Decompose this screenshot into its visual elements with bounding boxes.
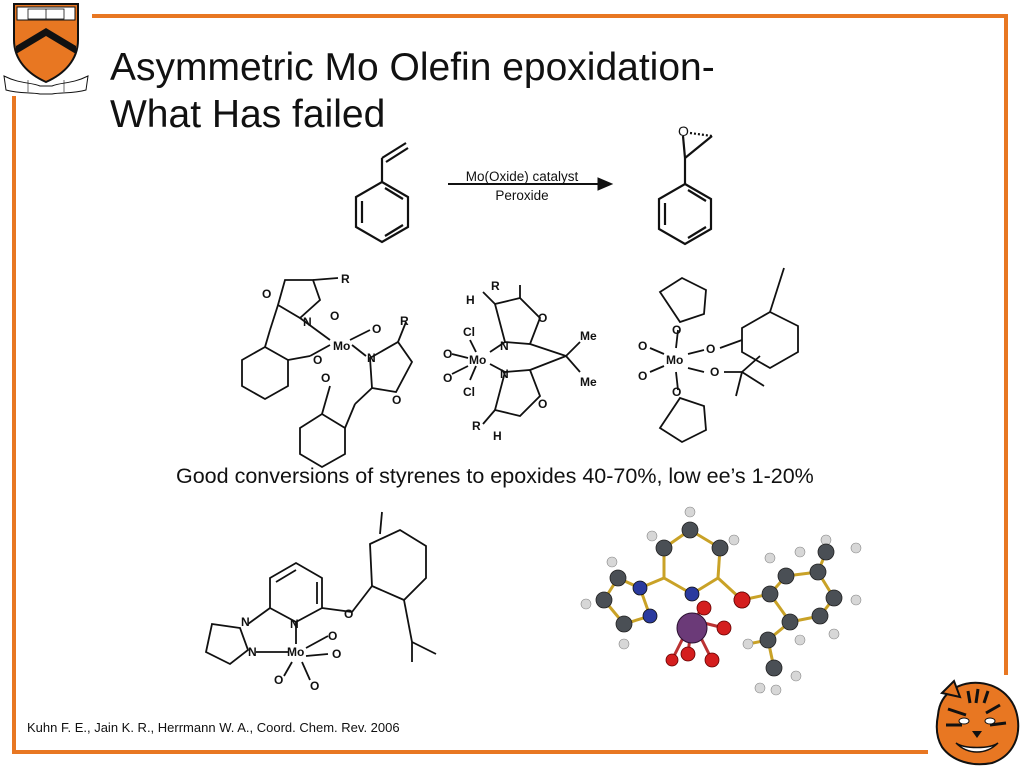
citation: Kuhn F. E., Jain K. R., Herrmann W. A., … — [27, 720, 400, 735]
tiger-icon — [935, 679, 1020, 766]
slide-title-line-2: What Has failed — [110, 93, 386, 136]
shield-icon — [3, 3, 89, 95]
slide-frame — [12, 14, 1008, 754]
results-caption: Good conversions of styrenes to epoxides… — [176, 464, 814, 488]
slide-title: Asymmetric Mo Olefin epoxidation- What H… — [110, 44, 723, 138]
university-shield-logo — [0, 0, 92, 96]
tiger-mascot-logo — [928, 675, 1024, 768]
slide-title-line-1: Asymmetric Mo Olefin epoxidation- — [110, 46, 715, 89]
